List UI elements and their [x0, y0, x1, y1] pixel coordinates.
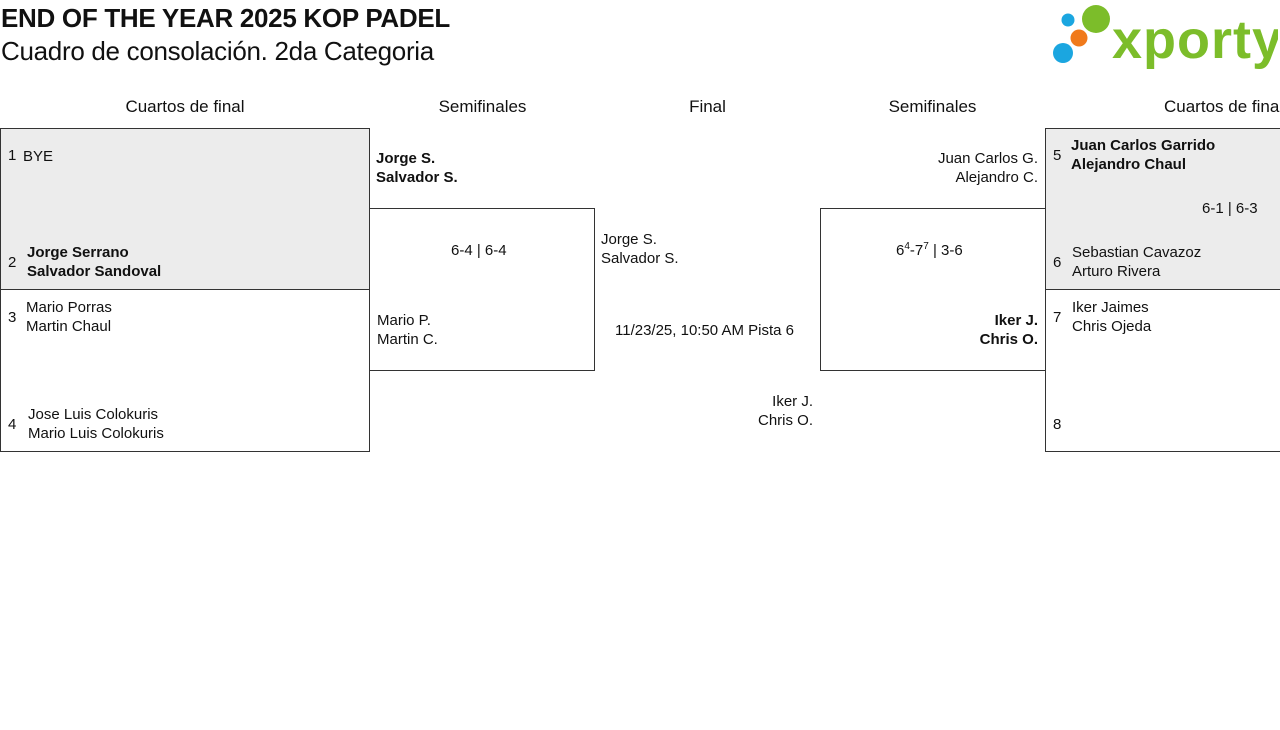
xporty-logo-graphic: xporty — [1053, 5, 1280, 70]
right-sf-team-a-player-1: Juan Carlos G. — [937, 150, 1038, 167]
seed-number: 6 — [1053, 254, 1062, 271]
match-right-qf-2[interactable]: 7 Iker Jaimes Chris Ojeda 8 — [1045, 289, 1280, 452]
team-player-1: Mario P. — [377, 312, 431, 329]
team-player-2: Salvador Sandoval — [27, 263, 162, 280]
team-player-1: Mario Porras — [26, 299, 112, 316]
team-player-1: Iker Jaimes — [1072, 299, 1149, 316]
final-team-a-player-2: Salvador S. — [601, 250, 679, 267]
seed-number: 1 — [8, 147, 17, 164]
left-sf-team-a-player-2: Salvador S. — [376, 169, 458, 186]
final-team-b-player-1: Iker J. — [772, 393, 813, 410]
team-player-1: Jose Luis Colokuris — [28, 406, 159, 423]
team-player-1: Iker J. — [994, 312, 1038, 329]
match-score: 6-4 | 6-4 — [451, 242, 507, 259]
match-right-sf[interactable]: 64-77 | 3-6 Iker J. Chris O. — [820, 208, 1046, 371]
right-sf-team-a-player-2: Alejandro C. — [955, 169, 1038, 186]
match-left-qf-2[interactable]: 3 Mario Porras Martin Chaul 4 Jose Luis … — [0, 289, 370, 452]
page-subtitle: Cuadro de consolación. 2da Categoria — [1, 36, 434, 66]
team-player-2: Arturo Rivera — [1072, 263, 1161, 280]
seed-number: 8 — [1053, 416, 1062, 433]
match-score: 64-77 | 3-6 — [896, 241, 963, 260]
seed-number: 7 — [1053, 309, 1062, 326]
seed-number: 3 — [8, 309, 17, 326]
match-score: 6-1 | 6-3 — [1202, 200, 1258, 217]
final-schedule: 11/23/25, 10:50 AM Pista 6 — [615, 322, 795, 339]
team-name: BYE — [23, 148, 54, 165]
team-player-2: Alejandro Chaul — [1071, 156, 1187, 173]
team-player-1: Sebastian Cavazoz — [1072, 244, 1202, 261]
final-team-b-player-2: Chris O. — [757, 412, 813, 429]
team-player-2: Martin Chaul — [26, 318, 112, 335]
final-team-a-player-1: Jorge S. — [601, 231, 657, 248]
team-player-2: Chris Ojeda — [1072, 318, 1152, 335]
xporty-logo[interactable]: xporty — [1050, 2, 1280, 70]
team-player-2: Chris O. — [979, 331, 1038, 348]
svg-text:xporty: xporty — [1112, 10, 1278, 70]
match-right-qf-1[interactable]: 5 Juan Carlos Garrido Alejandro Chaul 6-… — [1045, 128, 1280, 290]
team-player-1: Juan Carlos Garrido — [1071, 137, 1216, 154]
seed-number: 4 — [8, 416, 17, 433]
page-title: END OF THE YEAR 2025 KOP PADEL — [1, 3, 451, 33]
seed-number: 2 — [8, 254, 17, 271]
team-player-2: Martin C. — [377, 331, 438, 348]
match-left-sf[interactable]: 6-4 | 6-4 Mario P. Martin C. — [369, 208, 595, 371]
round-label-right-semifinals: Semifinales — [888, 97, 977, 116]
left-sf-team-a-player-1: Jorge S. — [376, 150, 436, 167]
team-player-2: Mario Luis Colokuris — [28, 425, 164, 442]
team-player-1: Jorge Serrano — [27, 244, 129, 261]
match-left-qf-1[interactable]: 1 BYE 2 Jorge Serrano Salvador Sandoval — [0, 128, 370, 290]
round-label-right-quarterfinals: Cuartos de final — [1164, 97, 1280, 116]
round-label-left-semifinals: Semifinales — [438, 97, 527, 116]
seed-number: 5 — [1053, 147, 1062, 164]
round-label-final: Final — [689, 97, 726, 116]
round-label-left-quarterfinals: Cuartos de final — [125, 97, 245, 116]
